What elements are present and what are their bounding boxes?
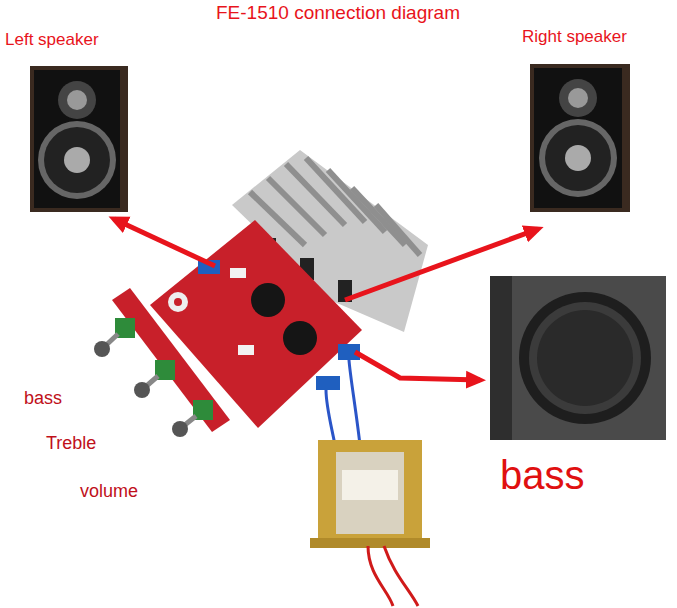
knob-label-holder: bass	[24, 388, 62, 409]
diagram-title: FE-1510 connection diagram	[216, 2, 460, 24]
subwoofer-label: bass	[500, 452, 585, 498]
knob-label: Treble	[46, 433, 96, 454]
right-speaker-picture	[530, 64, 630, 212]
speaker-label-holder: Right speaker	[522, 27, 627, 47]
subwoofer-label-holder: bass	[500, 452, 585, 498]
diagram-title-holder: FE-1510 connection diagram	[216, 2, 460, 24]
knob-label-holder: Treble	[46, 433, 96, 454]
connection-arrows	[114, 219, 538, 380]
knob-label-holder: volume	[80, 481, 138, 502]
speaker-label: Right speaker	[522, 27, 627, 47]
tone-control-board	[94, 288, 230, 437]
speaker-label-holder: Left speaker	[5, 30, 99, 50]
speaker-label: Left speaker	[5, 30, 99, 50]
subwoofer-picture	[490, 276, 666, 440]
knob-label: volume	[80, 481, 138, 502]
knob-label: bass	[24, 388, 62, 409]
transformer-picture	[310, 360, 430, 606]
left-speaker-picture	[30, 66, 128, 212]
